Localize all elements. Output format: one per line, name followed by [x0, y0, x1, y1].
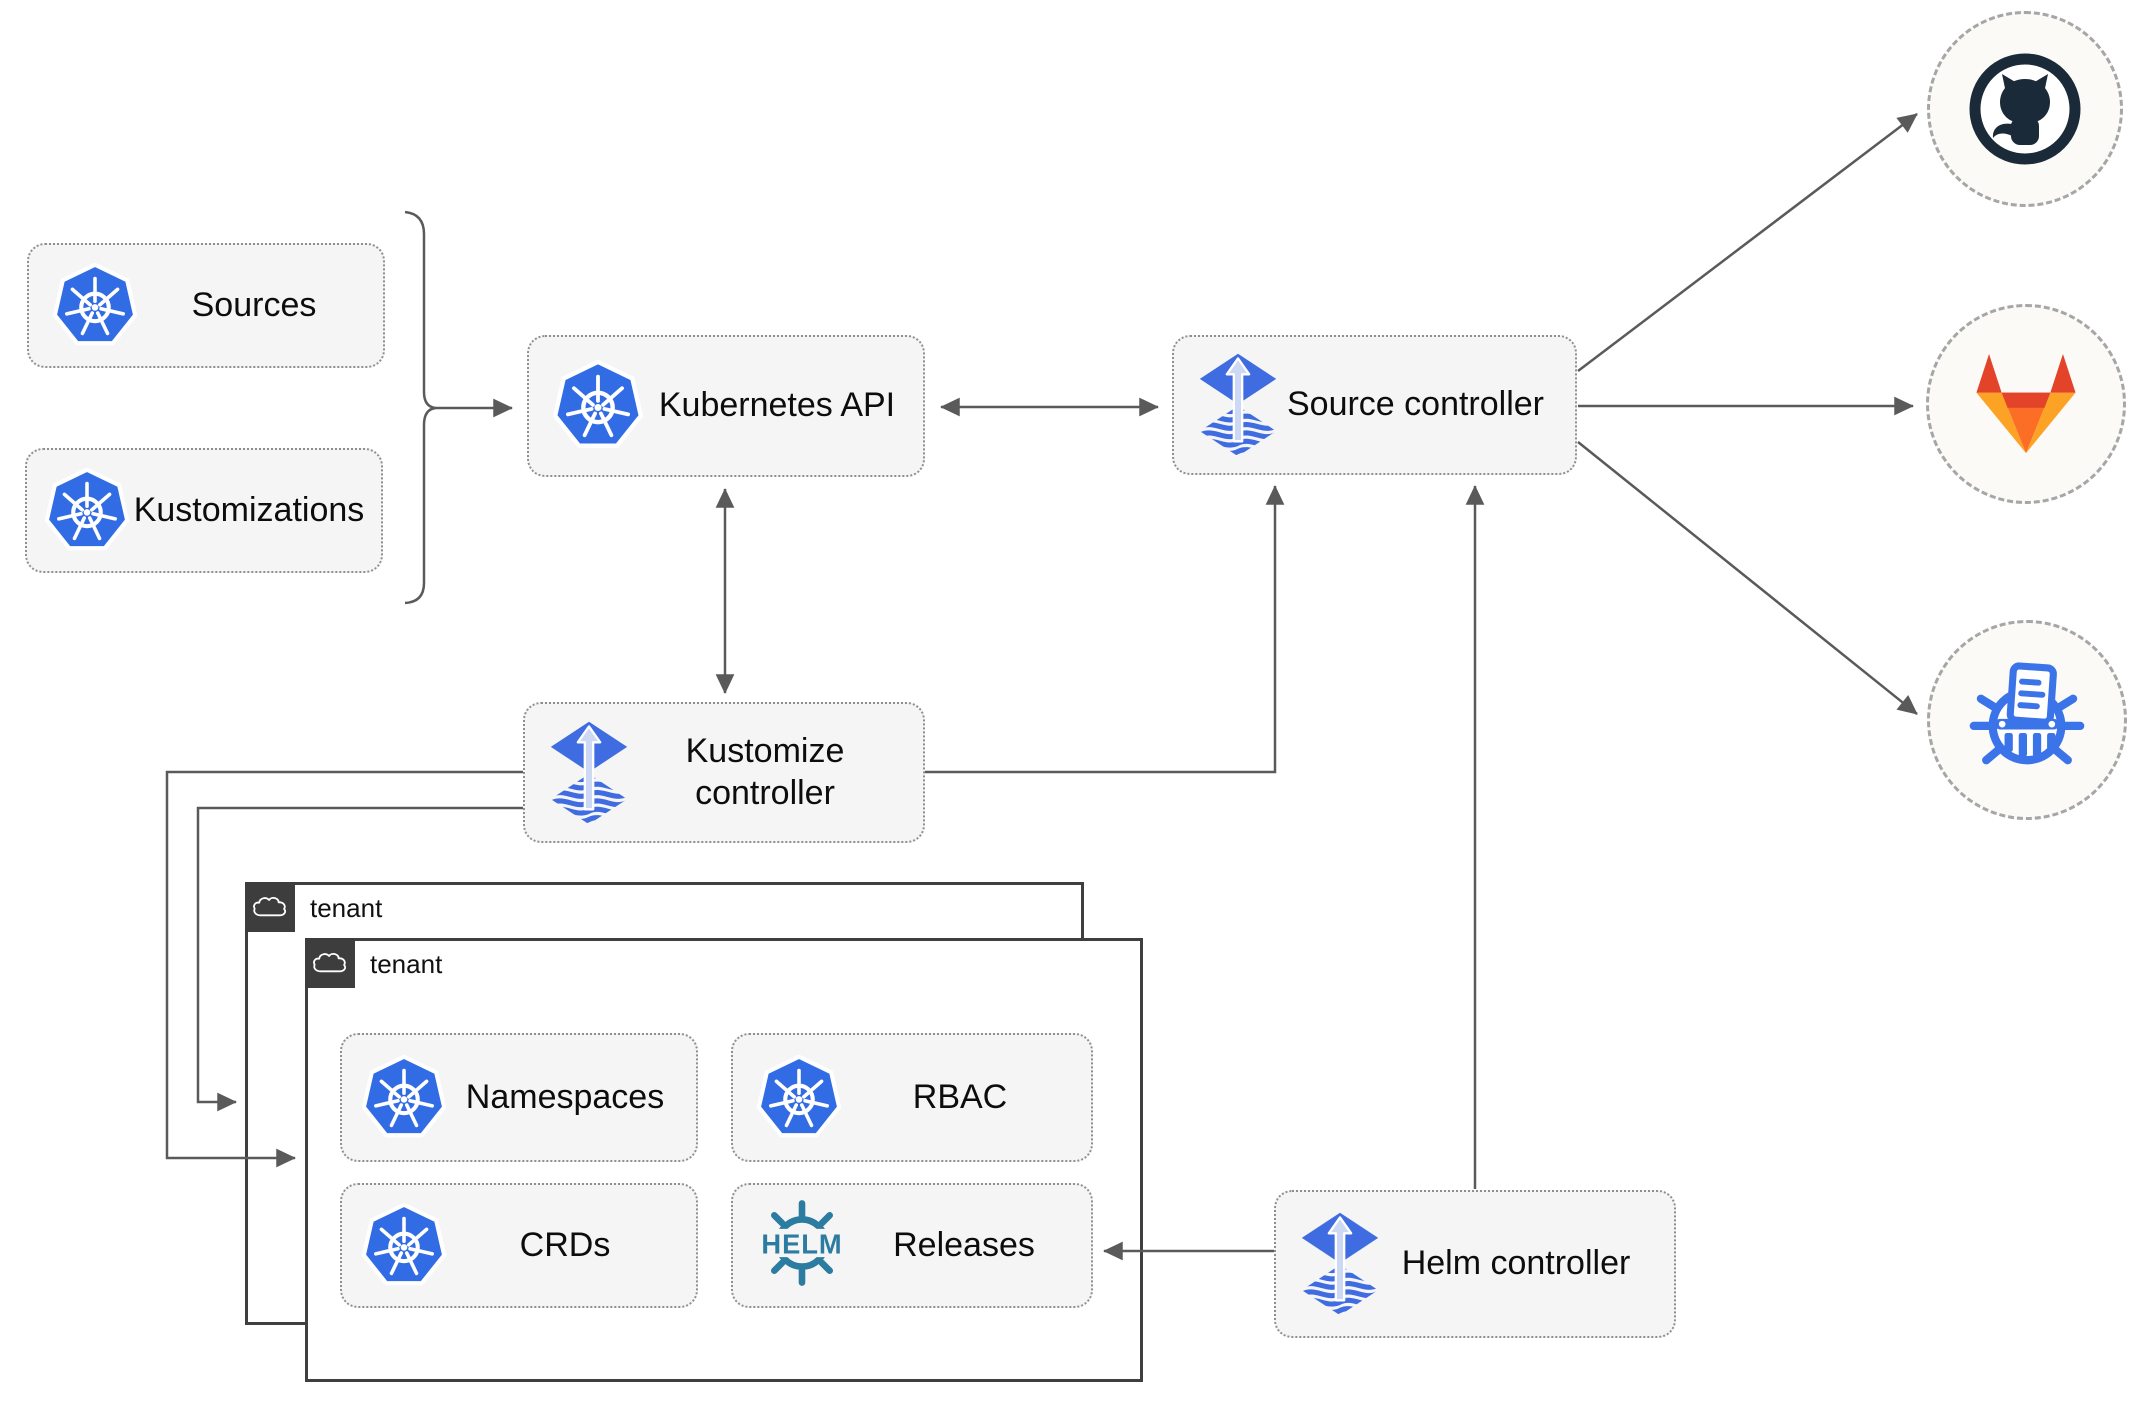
flux-icon [547, 719, 631, 827]
node-crds: CRDs [340, 1183, 698, 1308]
connector-source-to-github [1577, 113, 1918, 372]
tenant-front-label: tenant [370, 949, 443, 979]
gitlab-icon [1976, 354, 2076, 454]
node-kustomizations-label: Kustomizations [133, 490, 365, 529]
node-kubernetes-api: Kubernetes API [527, 335, 925, 477]
connector-source-to-chartmuseum [1577, 441, 1918, 715]
node-kubernetes-api-label: Kubernetes API [658, 386, 896, 425]
connector-kustomize-to-source [925, 485, 1285, 774]
node-source-controller: Source controller [1172, 335, 1577, 475]
kubernetes-icon [43, 467, 131, 555]
flux-icon [1298, 1210, 1382, 1318]
node-helm-controller: Helm controller [1274, 1190, 1676, 1338]
cloud-icon [305, 938, 355, 988]
kubernetes-icon [551, 359, 645, 453]
helm-icon: HELM [753, 1194, 851, 1297]
node-helm-controller-label: Helm controller [1401, 1244, 1631, 1283]
chartmuseum-endpoint [1927, 620, 2127, 820]
node-kustomize-controller-label: Kustomize controller [685, 732, 845, 812]
bracket-sources-group [404, 210, 437, 605]
node-rbac: RBAC [731, 1033, 1093, 1162]
node-namespaces-label: Namespaces [465, 1077, 665, 1116]
node-kustomize-controller: Kustomize controller [523, 702, 925, 843]
flux-icon [1196, 351, 1280, 459]
node-crds-label: CRDs [519, 1225, 611, 1264]
kubernetes-icon [51, 262, 139, 350]
github-icon [1969, 53, 2081, 165]
node-rbac-label: RBAC [912, 1077, 1008, 1116]
gitlab-endpoint [1926, 304, 2126, 504]
node-sources: Sources [27, 243, 385, 368]
tenant-back-label: tenant [310, 893, 383, 923]
kubernetes-icon [755, 1054, 843, 1142]
node-sources-label: Sources [191, 285, 317, 324]
chartmuseum-icon [1969, 662, 2085, 765]
helm-logo-text: HELM [761, 1228, 842, 1259]
node-source-controller-label: Source controller [1286, 385, 1544, 424]
kubernetes-icon [360, 1054, 448, 1142]
cloud-icon [245, 882, 295, 932]
github-endpoint [1927, 11, 2123, 207]
node-releases-label: Releases [893, 1225, 1035, 1264]
kubernetes-icon [360, 1202, 448, 1290]
node-namespaces: Namespaces [340, 1033, 698, 1162]
node-releases: HELM Releases [731, 1183, 1093, 1308]
node-kustomizations: Kustomizations [25, 448, 383, 573]
